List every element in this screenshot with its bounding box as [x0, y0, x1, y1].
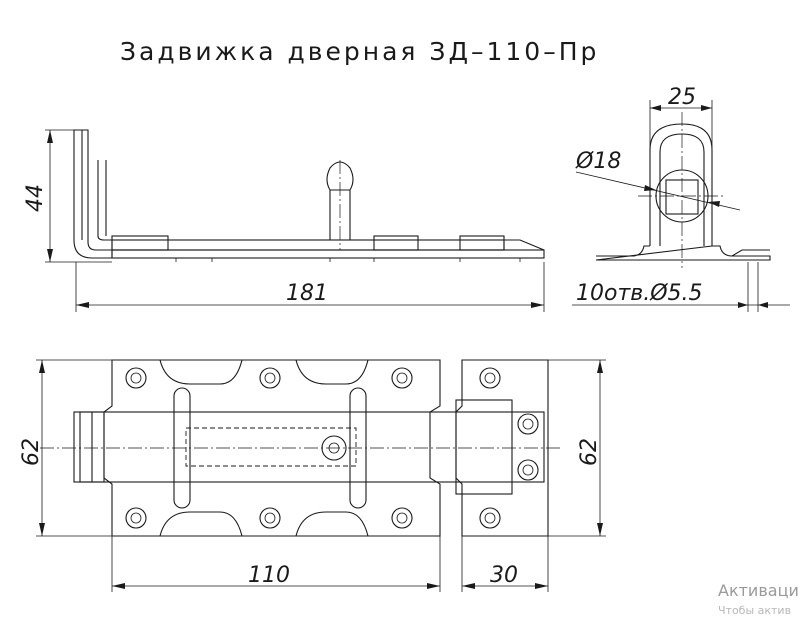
side-view: 44 181	[23, 129, 545, 312]
end-bracket	[649, 123, 713, 246]
dim-length-total: 181	[286, 281, 328, 306]
activation-watermark: Активаци	[718, 581, 799, 600]
plan-bolt	[73, 411, 545, 483]
dim-width-end: 25	[668, 85, 696, 110]
plan-view: 62 62 110 30	[19, 359, 606, 592]
dim-height-side: 44	[23, 184, 48, 212]
plan-screw-holes	[125, 367, 413, 529]
side-bolt	[111, 239, 505, 251]
end-view: 25 Ø18 10отв.Ø5.5	[572, 85, 790, 312]
dim-length-keeper: 30	[490, 563, 518, 588]
dim-length-plate: 110	[248, 563, 290, 588]
dim-mounting-holes: 10отв.Ø5.5	[576, 281, 703, 306]
dim-height-plan-left: 62	[19, 438, 44, 466]
side-base-plate	[111, 249, 545, 259]
activation-watermark-sub: Чтобы актив	[718, 604, 792, 617]
plan-keeper-plate	[455, 359, 549, 537]
keeper-screw-holes	[479, 367, 539, 529]
end-base	[595, 245, 771, 261]
drawing-title: Задвижка дверная ЗД–110–Пр	[120, 37, 599, 66]
dim-height-plan-right: 62	[577, 438, 602, 466]
dim-diameter-hole: Ø18	[575, 149, 621, 174]
